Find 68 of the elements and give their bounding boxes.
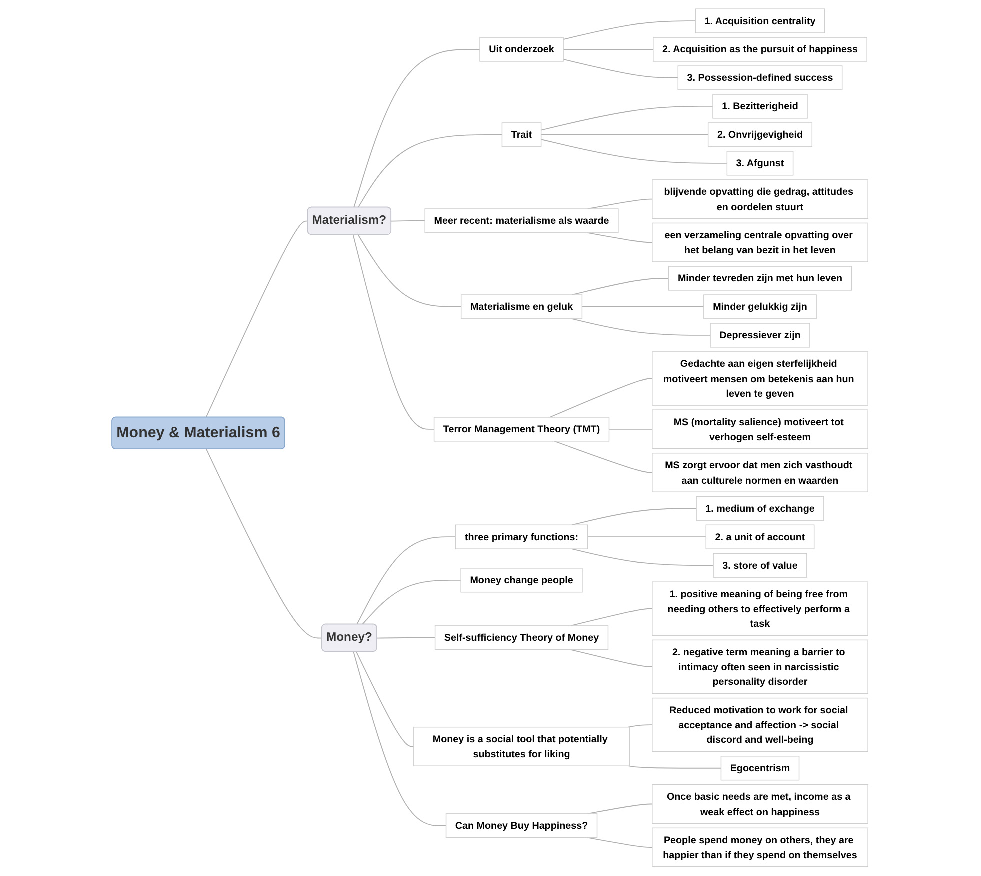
connector <box>206 449 324 639</box>
connector <box>609 429 654 430</box>
connector <box>554 440 654 474</box>
node-box: 1. Bezitterigheid <box>713 94 808 119</box>
connector <box>572 508 698 526</box>
node-box: Gedachte aan eigen sterfelijkheid motiveert mensen om betekenis aan hun leven te geven <box>652 352 869 406</box>
connector <box>362 580 462 626</box>
connector <box>572 318 712 336</box>
node-box: Money change people <box>461 568 584 593</box>
connector <box>550 378 654 418</box>
connector <box>356 536 457 626</box>
connector <box>563 49 654 50</box>
node-box: Meer recent: materialisme als waarde <box>425 208 620 234</box>
connector <box>541 139 728 164</box>
connector <box>354 49 481 208</box>
node-box: Uit onderzoek <box>480 37 564 62</box>
node-box: Trait <box>502 122 542 148</box>
connector <box>628 724 654 728</box>
node-box: MS zorgt ervoor dat men zich vasthoudt aan culturele normen en waarden <box>652 453 869 492</box>
node-box: Money is a social tool that potentially substitutes for liking <box>414 726 630 766</box>
connector <box>358 134 504 208</box>
connector <box>377 637 436 639</box>
node-box: Once basic needs are met, income as a weak effect on happiness <box>652 784 869 824</box>
node-box: een verzameling centrale opvatting over het belang van bezit in het leven <box>652 222 869 262</box>
node-box: Egocentrism <box>721 756 800 781</box>
connector <box>588 804 654 814</box>
connector <box>588 837 654 848</box>
node-box: 2. a unit of account <box>706 524 816 550</box>
connector <box>356 652 415 748</box>
connector <box>391 220 426 222</box>
connector <box>572 548 714 566</box>
connector <box>354 652 448 826</box>
connector <box>563 20 696 40</box>
node-box: Can Money Buy Happiness? <box>446 814 598 838</box>
node-box: Depressiever zijn <box>710 323 811 348</box>
node-box: 3. Afgunst <box>727 151 794 176</box>
connector <box>206 220 309 418</box>
node-box: three primary functions: <box>456 524 588 550</box>
connector <box>628 766 722 769</box>
node-box: Self-sufficiency Theory of Money <box>435 626 610 650</box>
connector <box>358 234 462 308</box>
node-box: 1. medium of exchange <box>696 496 825 521</box>
node-box: MS (mortality salience) motiveert tot verhogen self-esteem <box>652 410 869 450</box>
connector <box>563 59 679 78</box>
connector <box>353 234 436 430</box>
node-box: People spend money on others, they are happier than if they spend on themselves <box>652 828 869 868</box>
connector <box>541 134 710 136</box>
node-box: 1. Acquisition centrality <box>696 8 826 34</box>
node-box: 2. Onvrijgevigheid <box>708 122 813 148</box>
connector <box>588 198 654 210</box>
connector <box>588 232 654 244</box>
node-box: Minder gelukkig zijn <box>704 294 818 320</box>
node-box: Materialisme en geluk <box>461 294 583 320</box>
node-box: Terror Management Theory (TMT) <box>434 417 610 442</box>
node-box: 3. store of value <box>714 553 808 578</box>
connector <box>572 278 670 296</box>
node-box: 3. Possession-defined success <box>678 66 844 90</box>
node-box: Reduced motivation to work for social acceptance and affection -> social discord and well-being <box>652 698 869 752</box>
node-box: 2. negative term meaning a barrier to intimacy often seen in narcissistic personality disorder <box>652 640 869 694</box>
node-box: Minder tevreden zijn met hun leven <box>668 266 852 291</box>
node-box: blijvende opvatting die gedrag, attitudes en oordelen stuurt <box>652 180 869 220</box>
node-box: 2. Acquisition as the pursuit of happiness <box>653 37 868 62</box>
node-box: 1. positive meaning of being free from needing others to effectively perform a task <box>652 582 869 636</box>
connector <box>588 536 707 538</box>
connector <box>570 608 654 626</box>
connector <box>541 106 714 131</box>
connector <box>570 649 654 668</box>
connector <box>582 306 705 308</box>
